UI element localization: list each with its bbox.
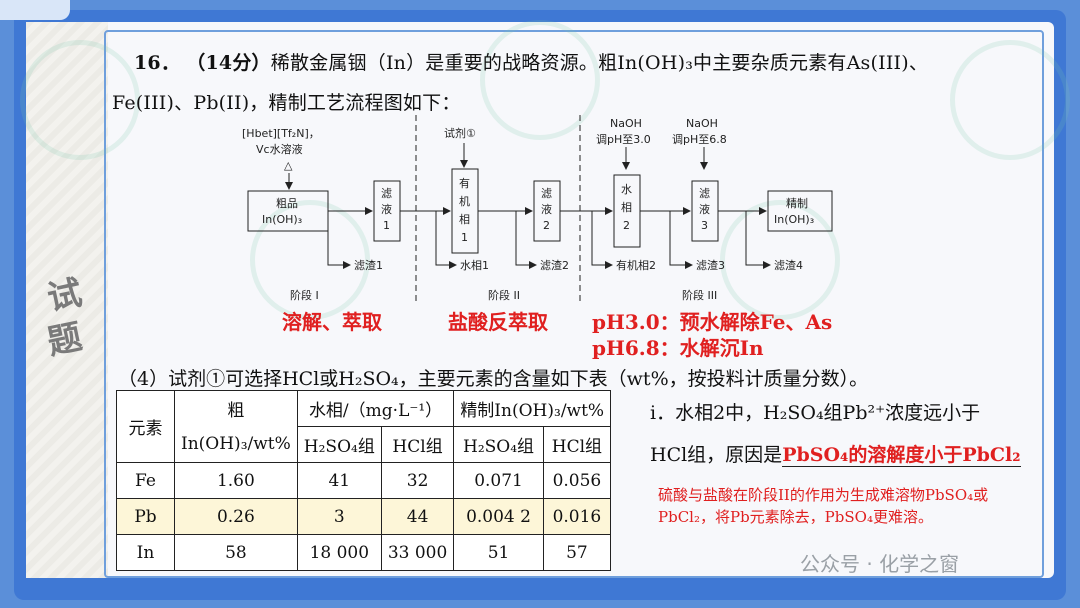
- answer-prefix: HCl组，原因是: [650, 444, 783, 466]
- th-water-hcl: HCl组: [380, 426, 455, 463]
- box-o1-b: 机: [459, 194, 470, 208]
- stage-3: 阶段 III: [682, 288, 717, 302]
- cell: 32: [380, 462, 455, 499]
- reagent-top-3: △: [284, 159, 293, 172]
- box-w2-b: 相: [621, 201, 632, 214]
- flow-svg: [Hbet][Tf₂N]， Vc水溶液 △ 试剂① NaOH 调pH至3.0 N…: [242, 115, 833, 305]
- out-organic2: 有机相2: [616, 258, 656, 272]
- th-refined-hcl: HCl组: [542, 426, 612, 463]
- stage1-note: 溶解、萃取: [282, 310, 382, 334]
- box-refined-2: In(OH)₃: [774, 213, 814, 226]
- box-crude-1: 粗品: [276, 197, 298, 210]
- box-f2-b: 液: [541, 202, 552, 216]
- answer-line-2: HCl组，原因是PbSO₄的溶解度小于PbCl₂: [650, 440, 1021, 467]
- box-f1-c: 1: [383, 219, 390, 232]
- box-f3-c: 3: [701, 219, 708, 232]
- th-element: 元素: [116, 390, 175, 463]
- box-f2-c: 2: [543, 219, 550, 232]
- th-refined: 精制In(OH)₃/wt%: [453, 390, 612, 427]
- cell: In: [116, 534, 175, 571]
- question-points: （14分）: [186, 52, 271, 74]
- box-crude-2: In(OH)₃: [262, 213, 302, 226]
- box-f2-a: 滤: [541, 187, 552, 200]
- th-water-h2so4: H₂SO₄组: [296, 426, 382, 463]
- cell: Pb: [116, 498, 175, 535]
- cell: 41: [296, 462, 382, 499]
- out-residue3: 滤渣3: [696, 258, 725, 272]
- content-table: 元素 粗 水相/（mg·L⁻¹） 精制In(OH)₃/wt% In(OH)₃/w…: [116, 390, 612, 571]
- reagent-top-1: [Hbet][Tf₂N]，: [242, 127, 320, 140]
- reagent-top-2: Vc水溶液: [256, 142, 303, 156]
- table-row: Pb 0.26 3 44 0.004 2 0.016: [116, 498, 612, 535]
- process-flow-diagram: [Hbet][Tf₂N]， Vc水溶液 △ 试剂① NaOH 调pH至3.0 N…: [234, 115, 834, 355]
- th-water: 水相/（mg·L⁻¹）: [296, 390, 455, 427]
- out-residue4: 滤渣4: [774, 258, 803, 272]
- reagent-ii: 试剂①: [444, 126, 476, 140]
- box-f1-a: 滤: [381, 187, 392, 200]
- out-residue2: 滤渣2: [540, 258, 569, 272]
- cell: 3: [296, 498, 382, 535]
- watermark-seal: [950, 40, 1070, 160]
- naoh-2b: 调pH至6.8: [672, 133, 727, 146]
- question-line-2: Fe(III)、Pb(II)，精制工艺流程图如下：: [112, 92, 461, 114]
- naoh-1b: 调pH至3.0: [596, 133, 651, 146]
- table-row: In 58 18 000 33 000 51 57: [116, 534, 612, 571]
- question-line-1: 16． （14分）稀散金属铟（In）是重要的战略资源。粗In(OH)₃中主要杂质…: [134, 48, 928, 75]
- cell: 1.60: [174, 462, 298, 499]
- box-w2-a: 水: [621, 183, 632, 196]
- box-f3-b: 液: [699, 202, 710, 216]
- box-refined-1: 精制: [786, 197, 808, 210]
- stage3-note-2: pH6.8：水解沉In: [592, 336, 764, 360]
- th-crude-b: In(OH)₃/wt%: [174, 426, 298, 463]
- answer-line-1: i．水相2中，H₂SO₄组Pb²⁺浓度远小于: [650, 402, 981, 424]
- cell: 44: [380, 498, 455, 535]
- stage3-note-1: pH3.0：预水解除Fe、As: [592, 310, 833, 334]
- out-water1: 水相1: [460, 259, 489, 272]
- box-f3-a: 滤: [699, 187, 710, 200]
- corner-tab: [0, 0, 70, 20]
- answer-note: 硫酸与盐酸在阶段II的作用为生成难溶物PbSO₄或PbCl₂，将Pb元素除去，P…: [658, 486, 989, 526]
- question-4: （4）试剂①可选择HCl或H₂SO₄，主要元素的含量如下表（wt%，按投料计质量…: [118, 368, 869, 390]
- watermark-seal: [20, 40, 140, 160]
- cell: Fe: [116, 462, 175, 499]
- stage2-note: 盐酸反萃取: [448, 310, 548, 334]
- box-w2-c: 2: [623, 219, 630, 232]
- question-number: 16．: [134, 52, 181, 74]
- cell: 0.004 2: [453, 498, 544, 535]
- naoh-2a: NaOH: [686, 117, 718, 130]
- box-o1-d: 1: [461, 231, 468, 244]
- cell: 58: [174, 534, 298, 571]
- cell: 0.056: [542, 462, 612, 499]
- watermark-seal: [720, 200, 840, 320]
- cell: 0.071: [453, 462, 544, 499]
- cell: 0.016: [542, 498, 612, 535]
- question-text-1: 稀散金属铟（In）是重要的战略资源。粗In(OH)₃中主要杂质元素有As(III…: [270, 52, 929, 74]
- box-o1-a: 有: [459, 176, 470, 190]
- watermark-seal: [480, 20, 600, 140]
- cell: 18 000: [296, 534, 382, 571]
- cell: 0.26: [174, 498, 298, 535]
- cell: 33 000: [380, 534, 455, 571]
- stage-2: 阶段 II: [488, 288, 520, 302]
- answer-red: PbSO₄的溶解度小于PbCl₂: [782, 444, 1021, 467]
- footer-watermark: 公众号 · 化学之窗: [800, 552, 960, 576]
- cell: 57: [542, 534, 612, 571]
- cell: 51: [453, 534, 544, 571]
- table-row: Fe 1.60 41 32 0.071 0.056: [116, 462, 612, 499]
- watermark-seal: [250, 200, 370, 320]
- th-refined-h2so4: H₂SO₄组: [453, 426, 544, 463]
- out-residue1: 滤渣1: [354, 258, 383, 272]
- box-f1-b: 液: [381, 202, 392, 216]
- naoh-1a: NaOH: [610, 117, 642, 130]
- stage-1: 阶段 I: [290, 288, 319, 302]
- box-o1-c: 相: [459, 213, 470, 226]
- th-crude-a: 粗: [174, 390, 298, 427]
